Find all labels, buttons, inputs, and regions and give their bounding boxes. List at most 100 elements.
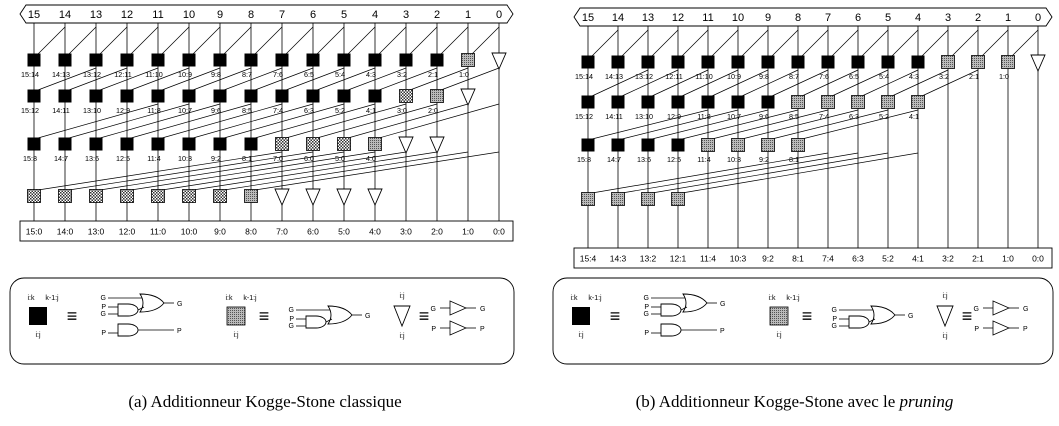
- legend-signal-label: G: [908, 313, 913, 320]
- legend-signal-label: G: [644, 295, 649, 302]
- prefix-range-label: 12:5: [667, 155, 681, 164]
- carry-wire: [192, 26, 221, 55]
- gray-cell: [941, 55, 955, 69]
- black-cell: [120, 89, 134, 103]
- bit-index-label: 14: [612, 12, 624, 24]
- carry-wire: [591, 152, 829, 194]
- prefix-range-label: 4:3: [366, 70, 376, 79]
- prefix-range-label: 13:6: [637, 155, 651, 164]
- prefix-range-label: 12:9: [116, 106, 130, 115]
- checker-cell: [89, 189, 103, 203]
- legend-black-cell: [572, 307, 590, 325]
- caption-classic-text: (a) Additionneur Kogge-Stone classique: [128, 392, 402, 411]
- prefix-range-label: 1:0: [459, 70, 469, 79]
- black-cell: [641, 55, 655, 69]
- prefix-range-label: 13:10: [635, 112, 653, 121]
- carry-wire: [921, 29, 949, 57]
- carry-wire: [99, 26, 128, 55]
- legend-black-in-label: k-1:j: [45, 295, 59, 302]
- gray-cell: [971, 55, 985, 69]
- output-bus-bar: [19, 220, 514, 242]
- prefix-range-label: 9:6: [211, 106, 221, 115]
- bit-index-label: 9: [217, 9, 223, 21]
- carry-wire: [771, 109, 889, 140]
- black-cell: [368, 89, 382, 103]
- prefix-range-label: 2:1: [969, 72, 979, 81]
- black-cell: [430, 53, 444, 67]
- bit-index-label: 10: [183, 9, 195, 21]
- carry-wire: [681, 152, 919, 194]
- prefix-range-label: 5:4: [879, 72, 889, 81]
- black-cell: [151, 53, 165, 67]
- prefix-range-label: 11:10: [695, 72, 712, 81]
- input-bus-bar: [573, 7, 1053, 27]
- equivalence-symbol: ≡: [259, 306, 270, 326]
- bit-index-label: 5: [885, 12, 891, 24]
- black-cell: [58, 137, 72, 151]
- legend-gray-cell: [769, 306, 789, 326]
- carry-wire: [37, 103, 159, 139]
- legend-buffer-in-label: i:j: [399, 293, 405, 300]
- output-label: 3:2: [942, 254, 954, 264]
- legend-black-in-label: i:k: [28, 295, 36, 302]
- or-gate: [870, 305, 896, 325]
- carry-wire: [99, 103, 221, 139]
- carry-wire: [192, 103, 314, 139]
- carry-wire: [409, 26, 438, 55]
- carry-wire: [378, 67, 438, 91]
- prefix-range-label: 2:0: [428, 106, 438, 115]
- output-label: 11:0: [150, 227, 166, 237]
- prefix-range-label: 15:8: [23, 154, 37, 163]
- prefix-range-label: 9:8: [759, 72, 769, 81]
- legend-signal-label: G: [431, 306, 436, 313]
- black-cell: [611, 55, 625, 69]
- gray-cell: [671, 192, 685, 206]
- output-label: 1:0: [1002, 254, 1014, 264]
- prefix-range-label: 14:7: [607, 155, 621, 164]
- carry-wire: [223, 151, 469, 191]
- carry-wire: [621, 109, 739, 140]
- prefix-range-label: 15:12: [21, 106, 39, 115]
- prefix-range-label: 15:14: [21, 70, 39, 79]
- carry-wire: [37, 26, 66, 55]
- carry-wire: [223, 26, 252, 55]
- bit-index-label: 7: [825, 12, 831, 24]
- legend-signal-label: P: [974, 326, 979, 333]
- carry-wire: [254, 103, 376, 139]
- carry-wire: [801, 109, 919, 140]
- prefix-range-label: 11:10: [145, 70, 162, 79]
- carry-wire: [130, 67, 190, 91]
- bit-index-label: 3: [403, 9, 409, 21]
- legend-signal-label: P: [101, 330, 106, 337]
- carry-wire: [711, 109, 829, 140]
- bit-index-label: 5: [341, 9, 347, 21]
- output-label: 0:0: [1032, 254, 1044, 264]
- legend-signal-label: P: [431, 326, 436, 333]
- carry-wire: [68, 103, 190, 139]
- carry-wire: [192, 67, 252, 91]
- prefix-range-label: 7:4: [273, 106, 283, 115]
- carry-wire: [921, 69, 979, 97]
- bit-index-label: 11: [152, 9, 163, 21]
- legend-black-cell: [29, 307, 47, 325]
- checker-cell: [213, 189, 227, 203]
- carry-wire: [130, 151, 376, 191]
- carry-wire: [951, 29, 979, 57]
- legend-gray-in-label: i:k: [769, 295, 777, 302]
- output-label: 6:0: [307, 227, 319, 237]
- legend-frame: [9, 277, 515, 365]
- output-label: 12:0: [119, 227, 136, 237]
- legend-signal-label: P: [480, 326, 485, 333]
- black-cell: [671, 55, 685, 69]
- legend-buffer-triangle: [393, 305, 411, 328]
- prefix-range-label: 1:0: [999, 72, 1009, 81]
- prefix-range-label: 3:2: [397, 70, 407, 79]
- carry-wire: [347, 103, 469, 139]
- black-cell: [27, 137, 41, 151]
- carry-wire: [771, 29, 799, 57]
- legend-black-in-label: i:k: [571, 295, 579, 302]
- buffer-triangle: [398, 136, 414, 155]
- or-gate: [139, 293, 165, 313]
- prefix-range-label: 7:6: [819, 72, 829, 81]
